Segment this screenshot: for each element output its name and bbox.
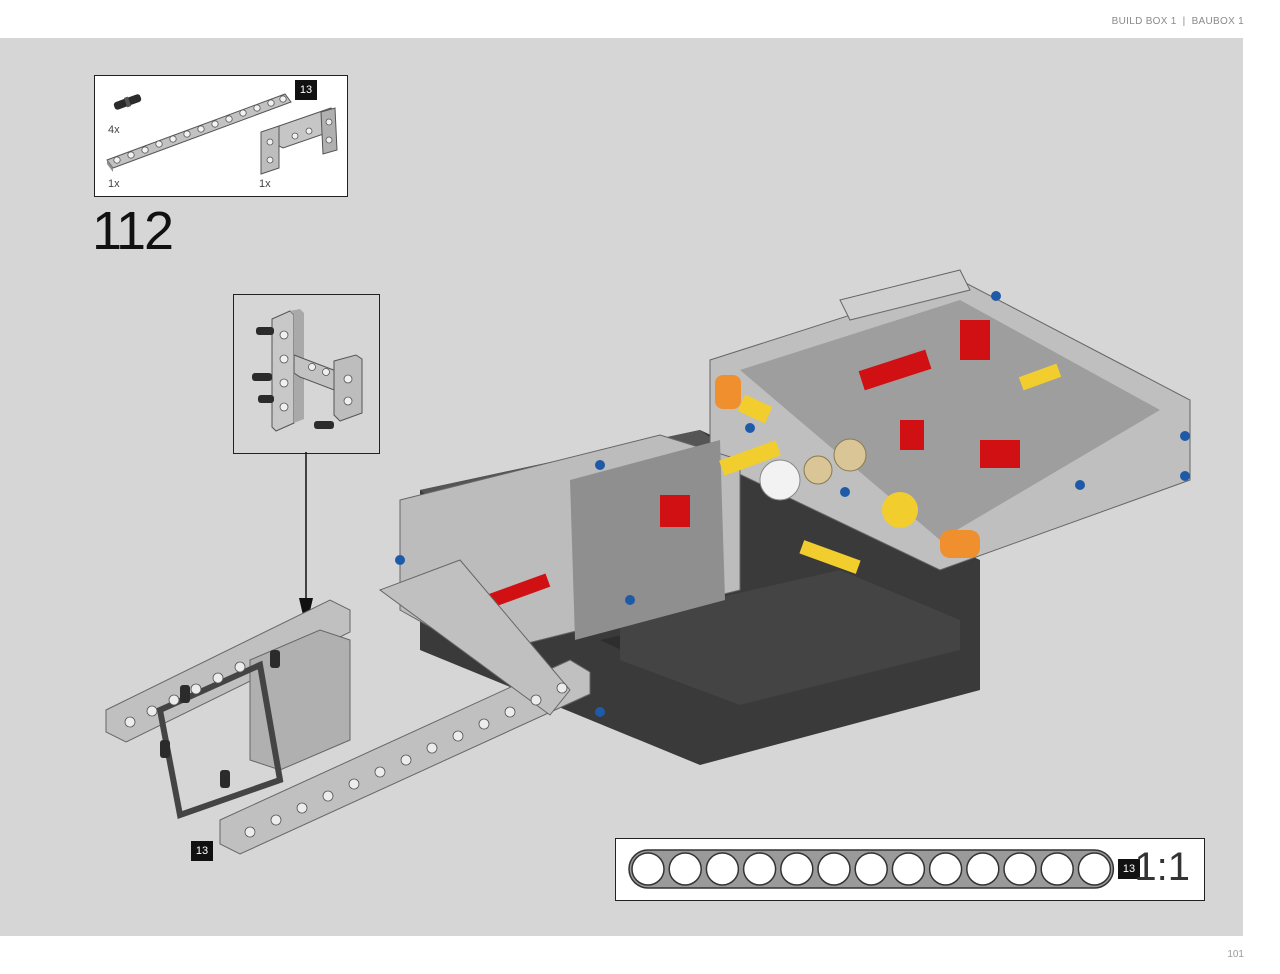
beam-part-image (106, 93, 292, 172)
scale-beam-hole (817, 852, 851, 886)
parts-illustration (106, 93, 338, 175)
beam-quantity: 1x (108, 178, 120, 190)
scale-beam-hole (1003, 852, 1037, 886)
scale-badge: 13 (1118, 859, 1140, 879)
page-header: BUILD BOX 1 | BAUBOX 1 (1112, 16, 1244, 27)
scale-ruler-box: 13 1:1 (615, 838, 1205, 901)
scale-beam (628, 849, 1115, 889)
scale-beam-hole (854, 852, 888, 886)
yellow-parts (719, 363, 1062, 574)
step-number: 112 (92, 201, 174, 261)
scale-beam-hole (891, 852, 926, 886)
black-pins (160, 650, 280, 788)
build-box-label: BUILD BOX 1 (1111, 16, 1177, 27)
pin-part-image (113, 94, 142, 110)
frame-quantity: 1x (259, 178, 271, 190)
red-parts (479, 320, 1020, 611)
scale-beam-hole (668, 852, 702, 886)
subassembly-illustration (252, 309, 363, 432)
upper-frame (709, 269, 1191, 571)
subassembly-callout (233, 294, 380, 454)
scale-beam-hole (742, 852, 777, 886)
model-illustration (105, 269, 1191, 855)
tan-gears (803, 438, 867, 485)
orange-parts (715, 375, 980, 558)
scale-beam-hole (780, 852, 814, 886)
beam-holes (124, 661, 568, 838)
header-separator: | (1182, 16, 1186, 27)
model-badge: 13 (191, 841, 213, 861)
pin-quantity: 4x (108, 124, 120, 136)
parts-list-badge: 13 (295, 80, 317, 100)
white-gear (759, 459, 801, 501)
scale-beam-hole (1040, 852, 1074, 886)
parts-list-box: 13 (94, 75, 348, 197)
scale-beam-hole (928, 852, 963, 886)
scale-beam-hole (966, 852, 1000, 886)
scale-beam-hole (705, 852, 740, 886)
scale-beam-hole (1077, 852, 1112, 886)
page-number: 101 (1227, 949, 1244, 960)
baubox-label: BAUBOX 1 (1191, 16, 1244, 27)
frame-part-image (260, 107, 338, 175)
scale-label: 1:1 (1134, 845, 1190, 889)
scale-beam-hole (631, 852, 665, 886)
